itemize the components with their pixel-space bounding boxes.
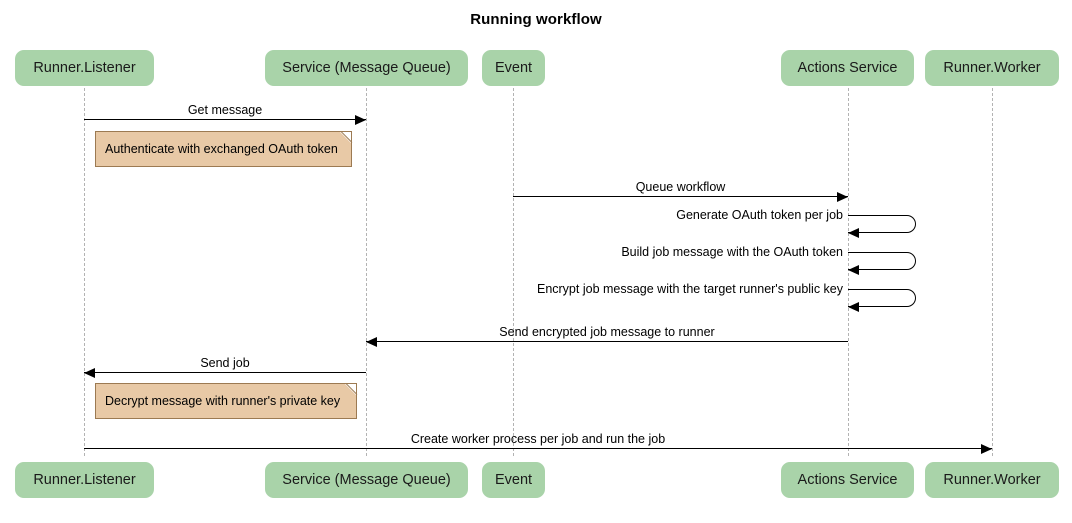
message-arrowhead-queue-workflow <box>837 191 848 202</box>
note-authenticate: Authenticate with exchanged OAuth token <box>95 130 353 167</box>
note-decrypt: Decrypt message with runner's private ke… <box>95 382 358 419</box>
self-loop-build-job-message-with-the-oauth-token <box>848 252 916 270</box>
self-loop-encrypt-job-message-with-the-target-runners-public-key <box>848 289 916 307</box>
message-line-get-message <box>84 119 366 120</box>
participant-service-message-queue-bottom[interactable]: Service (Message Queue) <box>265 462 468 498</box>
message-label-send-job: Send job <box>200 356 250 370</box>
message-label-send-encrypted-job-message-to-runner: Send encrypted job message to runner <box>499 325 715 339</box>
participant-actions-service-bottom[interactable]: Actions Service <box>781 462 914 498</box>
participant-event-bottom[interactable]: Event <box>482 462 545 498</box>
message-arrowhead-send-job <box>84 367 95 378</box>
message-line-queue-workflow <box>513 196 848 197</box>
note-fold-line <box>340 130 353 143</box>
lifeline-service-message-queue <box>366 88 367 456</box>
note-authenticate-label: Authenticate with exchanged OAuth token <box>105 142 338 156</box>
note-fold-corner-icon-2 <box>345 382 358 395</box>
participant-runner-listener-bottom[interactable]: Runner.Listener <box>15 462 154 498</box>
lifeline-event <box>513 88 514 456</box>
self-loop-generate-oauth-token-per-job <box>848 215 916 233</box>
message-label-generate-oauth-token-per-job: Generate OAuth token per job <box>676 208 843 222</box>
participant-runner-worker-bottom[interactable]: Runner.Worker <box>925 462 1059 498</box>
message-label-create-worker-process-per-job-and-run-the-job: Create worker process per job and run th… <box>410 432 666 446</box>
note-decrypt-label: Decrypt message with runner's private ke… <box>105 394 341 408</box>
note-fold-corner-icon <box>340 130 353 143</box>
message-label-get-message: Get message <box>187 103 263 117</box>
participant-runner-worker-top[interactable]: Runner.Worker <box>925 50 1059 86</box>
message-arrowhead-create-worker-process-per-job-and-run-the-job <box>981 443 992 454</box>
participant-runner-listener-top[interactable]: Runner.Listener <box>15 50 154 86</box>
participant-actions-service-top[interactable]: Actions Service <box>781 50 914 86</box>
message-arrowhead-generate-oauth-token-per-job <box>848 228 859 238</box>
message-label-build-job-message-with-the-oauth-token: Build job message with the OAuth token <box>621 245 843 259</box>
message-label-encrypt-job-message-with-the-target-runners-public-key: Encrypt job message with the target runn… <box>536 282 843 296</box>
message-arrowhead-encrypt-job-message-with-the-target-runners-public-key <box>848 302 859 312</box>
lifeline-runner-listener <box>84 88 85 456</box>
message-arrowhead-send-encrypted-job-message-to-runner <box>366 336 377 347</box>
message-arrowhead-get-message <box>355 114 366 125</box>
message-label-queue-workflow: Queue workflow <box>635 180 726 194</box>
participant-event-top[interactable]: Event <box>482 50 545 86</box>
message-line-create-worker-process-per-job-and-run-the-job <box>84 448 992 449</box>
diagram-title: Running workflow <box>470 11 602 28</box>
message-line-send-encrypted-job-message-to-runner <box>366 341 848 342</box>
lifeline-runner-worker <box>992 88 993 456</box>
participant-service-message-queue-top[interactable]: Service (Message Queue) <box>265 50 468 86</box>
message-arrowhead-build-job-message-with-the-oauth-token <box>848 265 859 275</box>
message-line-send-job <box>84 372 366 373</box>
note-fold-line-2 <box>345 382 358 395</box>
